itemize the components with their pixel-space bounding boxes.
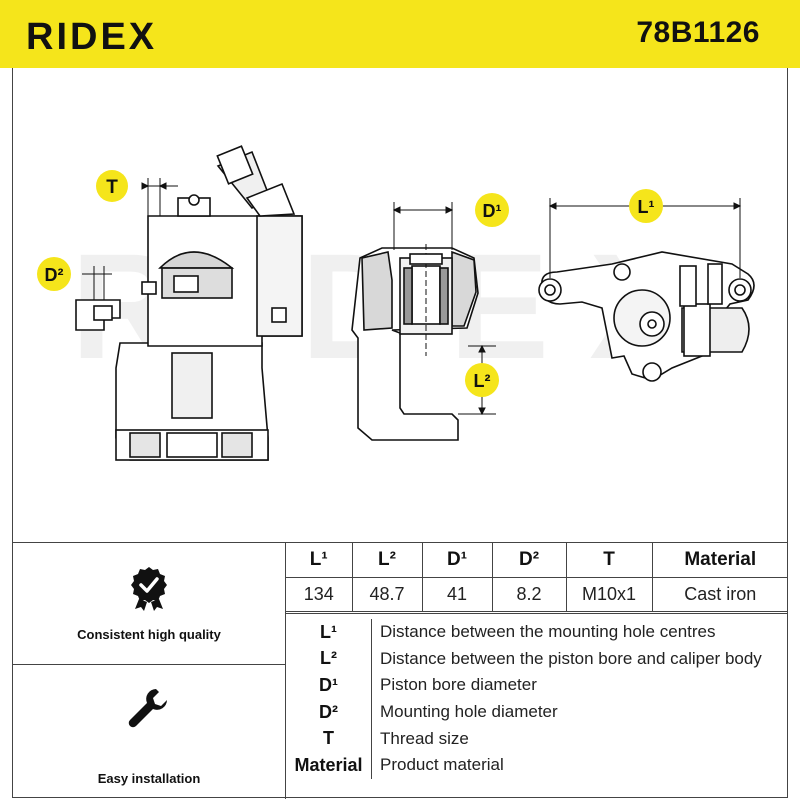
- legend-key: Material: [286, 751, 372, 779]
- part-number: 78B1126: [636, 16, 760, 49]
- technical-drawing-area: RIDEX: [12, 68, 788, 542]
- caliper-front-view: [538, 251, 755, 382]
- features-panel: Consistent high quality Easy installatio…: [12, 543, 286, 799]
- legend-desc: Mounting hole diameter: [380, 702, 558, 722]
- legend-row: L² Distance between the piston bore and …: [286, 645, 788, 673]
- feature-quality: Consistent high quality: [12, 543, 286, 665]
- spec-header-d2: D²: [491, 543, 567, 578]
- spec-value-t: M10x1: [565, 576, 653, 612]
- d1-dimension: [392, 202, 454, 250]
- ridex-logo: RIDEX: [26, 16, 194, 58]
- sheet-frame: [12, 68, 788, 798]
- legend-key: L²: [286, 645, 372, 673]
- legend-desc: Product material: [380, 755, 504, 775]
- legend-desc: Distance between the piston bore and cal…: [380, 648, 762, 668]
- spec-value-d2: 8.2: [491, 576, 567, 612]
- label-l1: L¹: [629, 189, 663, 223]
- legend-key: D¹: [286, 672, 372, 699]
- feature-quality-label: Consistent high quality: [77, 627, 221, 642]
- t-dimension: [141, 178, 178, 216]
- spec-value-l1: 134: [286, 576, 353, 612]
- caliper-drawings: RIDEX: [37, 145, 755, 461]
- legend-row: D¹ Piston bore diameter: [286, 672, 788, 699]
- label-d1: D¹: [475, 193, 509, 227]
- feature-installation: Easy installation: [12, 665, 286, 799]
- legend-row: Material Product material: [286, 751, 788, 779]
- spec-legend: L¹ Distance between the mounting hole ce…: [286, 613, 788, 779]
- spec-header-d1: D¹: [421, 543, 493, 578]
- legend-row: L¹ Distance between the mounting hole ce…: [286, 619, 788, 646]
- spec-header-l1: L¹: [286, 543, 353, 578]
- legend-row: T Thread size: [286, 725, 788, 752]
- svg-text:T: T: [106, 177, 118, 198]
- label-d2: D²: [37, 257, 71, 291]
- header-bar: RIDEX 78B1126: [0, 0, 800, 68]
- spec-table: L¹ L² D¹ D² T Material 134 48.7 41 8.2 M…: [286, 543, 788, 612]
- spec-header-material: Material: [651, 543, 788, 578]
- spec-section: Consistent high quality Easy installatio…: [12, 542, 788, 799]
- legend-desc: Thread size: [380, 728, 469, 748]
- label-l2: L²: [465, 363, 499, 397]
- spec-value-l2: 48.7: [351, 576, 423, 612]
- svg-text:D¹: D¹: [483, 201, 502, 221]
- legend-desc: Distance between the mounting hole centr…: [380, 622, 716, 642]
- feature-installation-label: Easy installation: [97, 771, 201, 786]
- spec-value-material: Cast iron: [651, 576, 788, 612]
- legend-key: L¹: [286, 619, 372, 646]
- spec-value-row: 134 48.7 41 8.2 M10x1 Cast iron: [286, 576, 788, 612]
- wrench-icon: [126, 685, 172, 736]
- spec-header-row: L¹ L² D¹ D² T Material: [286, 543, 788, 578]
- legend-row: D² Mounting hole diameter: [286, 698, 788, 726]
- quality-badge-icon: [129, 565, 169, 616]
- spec-header-l2: L²: [351, 543, 423, 578]
- svg-text:L¹: L¹: [638, 197, 655, 217]
- label-t: T: [96, 170, 128, 202]
- svg-text:D²: D²: [45, 265, 64, 285]
- legend-key: D²: [286, 698, 372, 726]
- svg-text:RIDEX: RIDEX: [26, 20, 157, 52]
- spec-header-t: T: [565, 543, 653, 578]
- svg-text:L²: L²: [474, 371, 491, 391]
- caliper-cross-section: [351, 244, 479, 441]
- legend-desc: Piston bore diameter: [380, 675, 537, 695]
- legend-key: T: [286, 725, 372, 752]
- caliper-side-view: [75, 145, 303, 461]
- d2-dimension: [82, 266, 112, 300]
- spec-value-d1: 41: [421, 576, 493, 612]
